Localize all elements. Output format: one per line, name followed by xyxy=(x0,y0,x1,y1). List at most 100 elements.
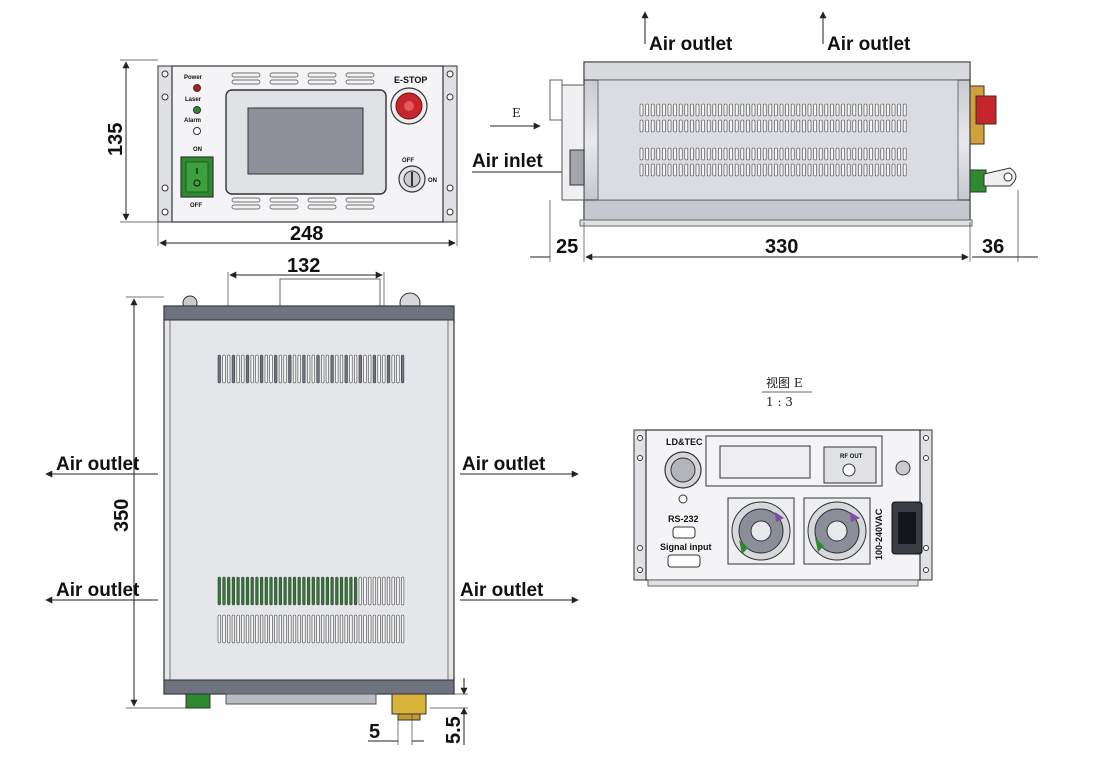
vent-slot xyxy=(259,576,264,606)
vent-slot xyxy=(768,147,773,161)
vent-slot xyxy=(217,354,221,384)
vent-slot xyxy=(690,163,694,177)
vent-slot xyxy=(222,576,226,606)
vent-slot xyxy=(335,614,339,644)
side-dim-left: 25 xyxy=(556,236,578,258)
vent-slot xyxy=(796,103,801,117)
vent-slot xyxy=(785,103,789,117)
vent-slot xyxy=(269,614,273,644)
vent-slot xyxy=(316,614,320,644)
vent-slot xyxy=(774,147,778,161)
vent-slot xyxy=(897,119,901,133)
rear-power-input-label: 100-240VAC xyxy=(874,508,884,560)
vent-slot xyxy=(377,614,381,644)
vent-slot xyxy=(891,103,896,117)
vent-slot xyxy=(288,354,292,384)
vent-slot xyxy=(768,163,773,177)
vent-slot xyxy=(718,119,722,133)
vent-slot xyxy=(779,103,784,117)
vent-slot xyxy=(217,614,221,644)
vent-slot xyxy=(751,147,756,161)
vent-slot xyxy=(723,163,728,177)
vent-slot xyxy=(217,576,221,606)
vent-slot xyxy=(297,354,301,384)
vent-slot xyxy=(729,147,733,161)
vent-slot xyxy=(363,576,367,606)
vent-slot xyxy=(824,119,829,133)
vent-slot xyxy=(802,119,806,133)
vent-slot xyxy=(774,119,778,133)
vent-slot xyxy=(353,354,358,384)
vent-slot xyxy=(740,103,745,117)
vent-slot xyxy=(673,119,677,133)
vent-slot xyxy=(757,163,761,177)
vent-slot xyxy=(377,576,381,606)
vent-slot xyxy=(762,119,767,133)
laser-led-label: Laser xyxy=(185,97,202,103)
vent-slot xyxy=(874,103,879,117)
vent-slot xyxy=(353,614,358,644)
vent-slot xyxy=(645,119,649,133)
vent-slot xyxy=(269,354,273,384)
vent-slot xyxy=(222,354,226,384)
vent-slot xyxy=(349,614,353,644)
vent-slot xyxy=(746,119,750,133)
vent-slot xyxy=(858,163,862,177)
vent-slot xyxy=(662,103,666,117)
vent-slot xyxy=(639,119,644,133)
vent-slot xyxy=(330,614,334,644)
vent-slot xyxy=(757,147,761,161)
vent-slot xyxy=(639,163,644,177)
vent-slot xyxy=(757,103,761,117)
vent-slot xyxy=(222,614,226,644)
vent-slot xyxy=(678,147,683,161)
vent-slot xyxy=(690,119,694,133)
vent-slot xyxy=(863,147,868,161)
vent-slot xyxy=(667,103,672,117)
vent-slot xyxy=(259,614,264,644)
vent-slot xyxy=(746,163,750,177)
vent-slot xyxy=(306,614,311,644)
vent-slot xyxy=(830,163,834,177)
vent-slot xyxy=(231,614,236,644)
vent-slot xyxy=(734,119,739,133)
vent-slot xyxy=(852,119,857,133)
vent-slot xyxy=(869,119,873,133)
vent-slot xyxy=(701,103,705,117)
vent-slot xyxy=(824,163,829,177)
vent-slot xyxy=(316,576,320,606)
top-dim-small-2: 5.5 xyxy=(443,716,465,744)
switch-on-label: ON xyxy=(193,147,202,153)
vent-slot xyxy=(255,576,259,606)
vent-slot xyxy=(667,163,672,177)
vent-slot xyxy=(813,119,817,133)
vent-slot xyxy=(768,119,773,133)
vent-slot xyxy=(902,163,907,177)
vent-slot xyxy=(400,354,405,384)
top-handle-dim: 132 xyxy=(287,255,320,277)
vent-slot xyxy=(283,354,287,384)
vent-slot xyxy=(695,163,700,177)
vent-slot xyxy=(339,576,344,606)
vent-slot xyxy=(734,163,739,177)
side-air-outlet-right: Air outlet xyxy=(827,34,911,55)
vent-slot xyxy=(858,103,862,117)
vent-slot xyxy=(292,576,297,606)
vent-slot xyxy=(790,103,795,117)
vent-slot xyxy=(349,354,353,384)
vent-slot xyxy=(807,163,812,177)
vent-slot xyxy=(712,103,717,117)
vent-slot xyxy=(316,354,320,384)
vent-slot xyxy=(297,614,301,644)
side-vent-slots xyxy=(639,103,907,177)
vent-slot xyxy=(245,576,250,606)
vent-slot xyxy=(785,147,789,161)
vent-slot xyxy=(283,614,287,644)
vent-slot xyxy=(353,576,358,606)
front-width-dim: 248 xyxy=(290,223,323,245)
vent-slot xyxy=(886,103,890,117)
vent-slot xyxy=(897,147,901,161)
vent-slot xyxy=(902,103,907,117)
vent-slot xyxy=(673,147,677,161)
